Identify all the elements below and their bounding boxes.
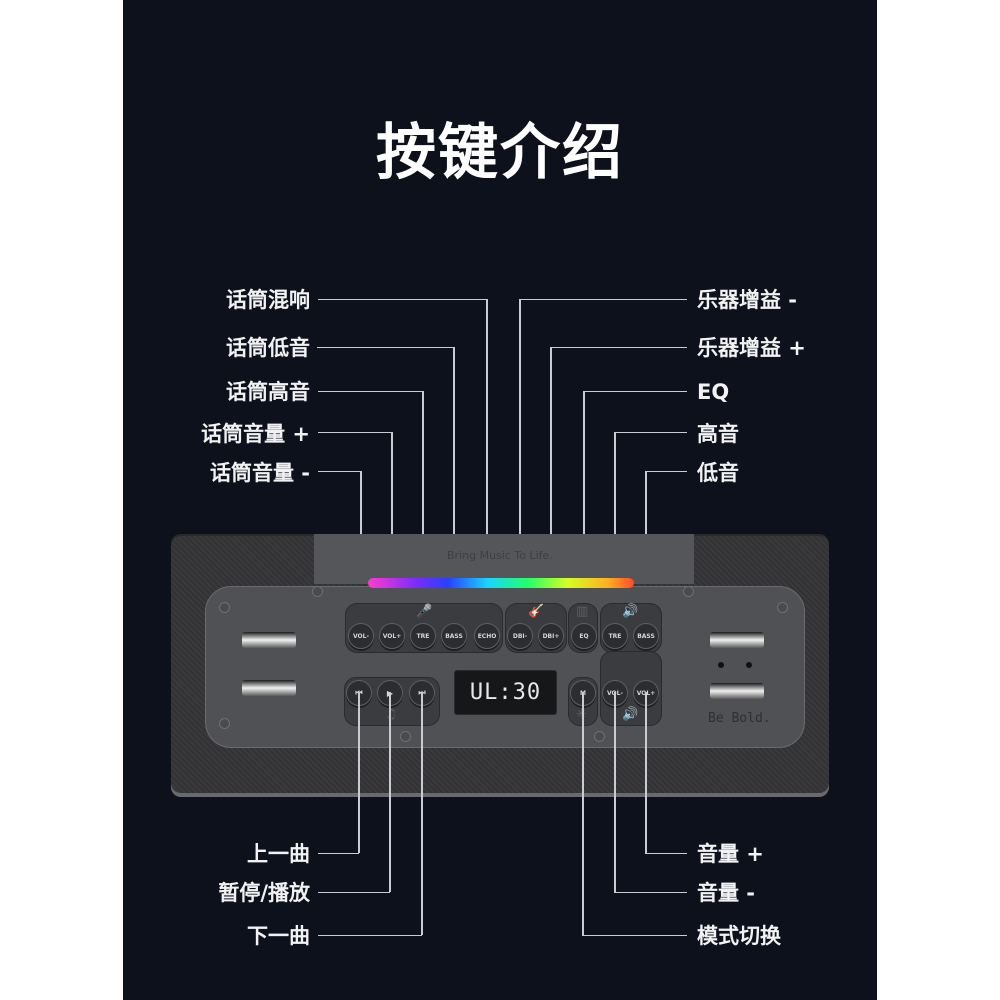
mic-echo-button[interactable]: ECHO xyxy=(474,623,500,649)
label-volume-down: 音量 - xyxy=(697,881,756,905)
leader-mode xyxy=(582,935,687,936)
light-icon: ✳ xyxy=(576,707,587,722)
leader-play-v xyxy=(389,692,391,892)
leader-dbi-down xyxy=(519,299,687,300)
microphone-icon: 🎤 xyxy=(416,604,433,619)
label-bass: 低音 xyxy=(697,461,739,485)
music-note-icon: ♫ xyxy=(385,707,397,722)
guitar-icon: 🎸 xyxy=(528,604,545,619)
slogan-text: Bring Music To Life. xyxy=(447,549,553,562)
label-mic-volume-down: 话筒音量 - xyxy=(209,461,310,485)
eq-icon: ▥ xyxy=(576,604,589,619)
screw xyxy=(219,718,230,729)
screw xyxy=(594,731,605,742)
leader-vol-down-v xyxy=(614,692,616,892)
label-instrument-gain-up: 乐器增益 + xyxy=(697,336,806,360)
speaker-volume-icon: 🔊 xyxy=(622,707,639,722)
left-handle-bottom xyxy=(242,680,296,696)
label-treble: 高音 xyxy=(697,422,739,446)
rgb-led-bar xyxy=(368,578,634,588)
right-handle-bottom xyxy=(710,683,764,699)
leader-dbi-up xyxy=(550,347,687,348)
right-handle-screw xyxy=(718,662,724,668)
background-panel xyxy=(123,0,877,1000)
leader-prev xyxy=(318,853,359,854)
leader-mic-echo xyxy=(318,299,486,300)
screw xyxy=(683,586,694,597)
label-mic-treble: 话筒高音 xyxy=(226,380,310,404)
leader-dbi-down-v xyxy=(519,299,521,631)
leader-mic-treble-v xyxy=(422,391,424,631)
label-mic-volume-up: 话筒音量 + xyxy=(201,422,310,446)
speaker-icon: 🔊 xyxy=(622,604,639,619)
leader-mic-treble xyxy=(318,391,422,392)
leader-eq-v xyxy=(583,391,585,631)
screw xyxy=(777,602,788,613)
mic-treble-button[interactable]: TRE xyxy=(410,623,436,649)
leader-next xyxy=(318,935,422,936)
leader-mic-bass-v xyxy=(453,347,455,631)
screw xyxy=(219,602,230,613)
left-handle-top xyxy=(242,632,296,648)
leader-mode-v xyxy=(582,692,584,935)
label-mode-switch: 模式切换 xyxy=(697,924,781,948)
label-eq: EQ xyxy=(697,380,730,404)
leader-bass xyxy=(645,471,687,472)
leader-mic-vol-up-v xyxy=(391,432,393,631)
right-handle-screw xyxy=(746,662,752,668)
leader-dbi-up-v xyxy=(550,347,552,631)
treble-button[interactable]: TRE xyxy=(602,623,628,649)
leader-vol-up-v xyxy=(645,692,647,853)
label-prev-track: 上一曲 xyxy=(247,842,310,866)
leader-prev-v xyxy=(358,692,360,853)
label-mic-bass: 话筒低音 xyxy=(226,336,310,360)
leader-mic-vol-down xyxy=(318,471,360,472)
screw xyxy=(400,731,411,742)
leader-vol-up xyxy=(645,853,687,854)
label-instrument-gain-down: 乐器增益 - xyxy=(697,288,798,312)
mic-bass-button[interactable]: BASS xyxy=(441,623,467,649)
brand-text: Be Bold. xyxy=(708,711,771,726)
speaker-top-plate xyxy=(314,534,694,584)
instrument-gain-up-button[interactable]: DBI+ xyxy=(538,623,564,649)
leader-play xyxy=(318,892,390,893)
leader-treble-v xyxy=(614,432,616,631)
leader-vol-down xyxy=(614,892,687,893)
leader-mic-echo-v xyxy=(486,299,488,631)
right-handle-top xyxy=(710,632,764,648)
instrument-gain-down-button[interactable]: DBI- xyxy=(507,623,533,649)
mic-vol-down-button[interactable]: VOL- xyxy=(348,623,374,649)
leader-treble xyxy=(614,432,687,433)
eq-button[interactable]: EQ xyxy=(571,623,597,649)
leader-mic-bass xyxy=(317,347,453,348)
page-title: 按键介绍 xyxy=(376,118,624,188)
mic-vol-up-button[interactable]: VOL+ xyxy=(379,623,405,649)
label-next-track: 下一曲 xyxy=(247,924,310,948)
leader-next-v xyxy=(421,692,423,935)
led-display: UL:30 xyxy=(454,670,557,715)
label-play-pause: 暂停/播放 xyxy=(218,881,310,905)
mode-button[interactable]: M xyxy=(570,680,596,706)
label-mic-echo: 话筒混响 xyxy=(226,288,310,312)
leader-mic-vol-up xyxy=(318,432,391,433)
bass-button[interactable]: BASS xyxy=(633,623,659,649)
screw xyxy=(312,586,323,597)
label-volume-up: 音量 + xyxy=(697,842,764,866)
leader-eq xyxy=(583,391,687,392)
